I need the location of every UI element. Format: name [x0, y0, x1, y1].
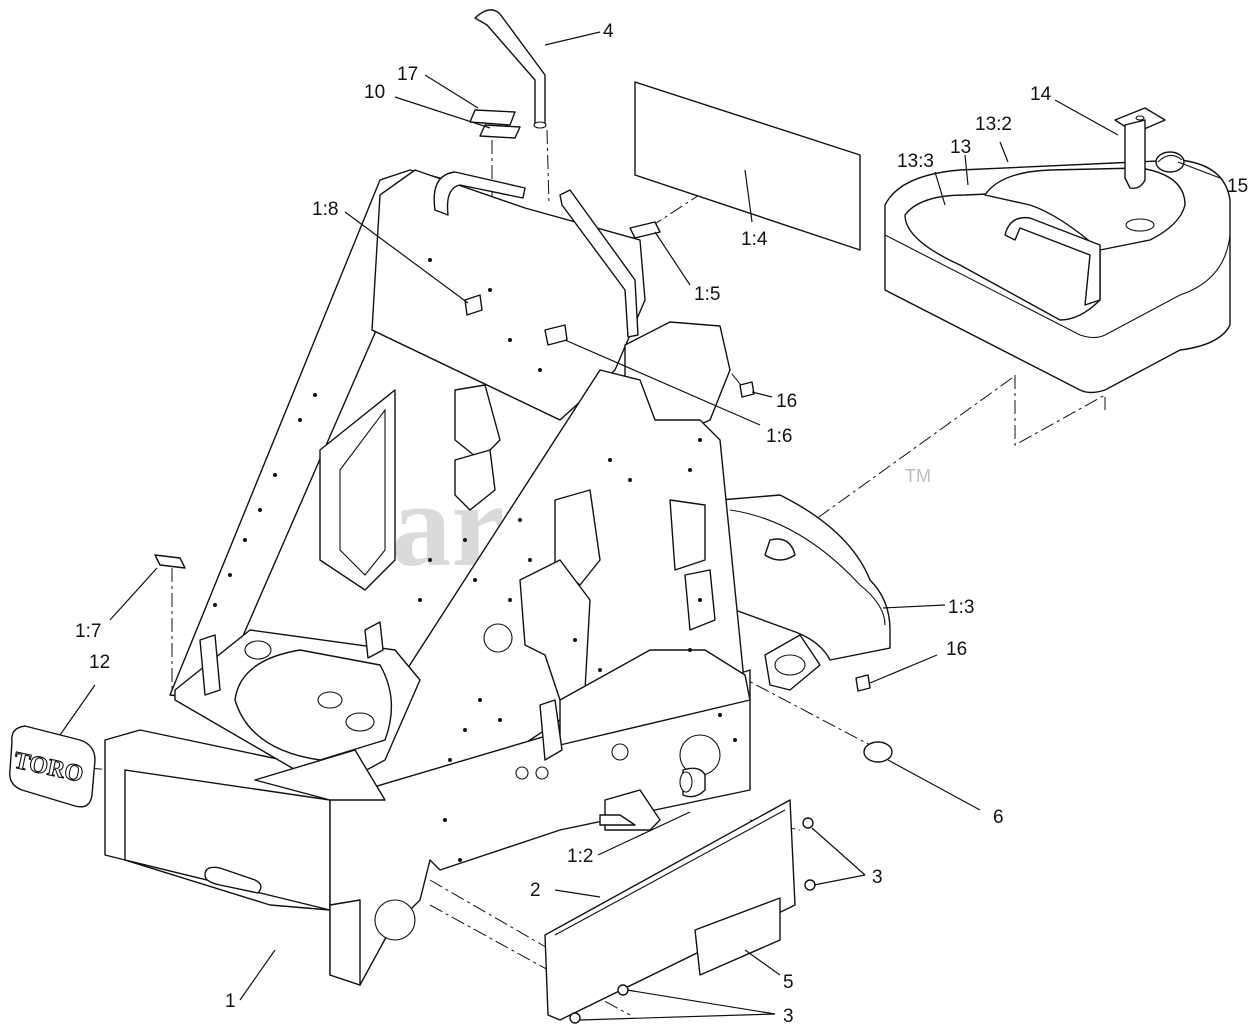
callout-14: 14 — [1030, 84, 1052, 105]
part-14-pin — [1114, 107, 1166, 190]
callout-4: 4 — [603, 21, 614, 42]
callout-10: 10 — [364, 82, 385, 103]
callout-3-upper: 3 — [872, 867, 883, 888]
callout-1-8: 1:8 — [312, 199, 338, 220]
callout-12: 12 — [89, 652, 110, 673]
part-1-7-decal — [154, 554, 186, 569]
callout-1-5: 1:5 — [694, 284, 720, 305]
part-1-3-plate — [719, 494, 891, 661]
tank-cap — [244, 640, 272, 660]
part-1-2-bushing — [679, 767, 706, 798]
callout-1-6: 1:6 — [766, 426, 792, 447]
callout-1-7: 1:7 — [75, 621, 101, 642]
callout-15: 15 — [1227, 176, 1248, 197]
part-3-bolts — [569, 817, 816, 1024]
part-6-plug — [863, 741, 893, 763]
part-1-4-decal-sheet — [634, 81, 861, 251]
callout-5: 5 — [783, 972, 794, 993]
callout-3-lower: 3 — [783, 1006, 794, 1027]
callout-1-3: 1:3 — [948, 597, 974, 618]
callout-labels: 4 17 10 1:8 1:4 1:5 14 13:2 13 13:3 15 1… — [75, 21, 1248, 1027]
callout-1: 1 — [225, 991, 236, 1012]
part-17-decal — [469, 109, 516, 126]
callout-17: 17 — [397, 64, 418, 85]
part-1-frame — [104, 169, 821, 986]
part-1-8-decal — [464, 294, 483, 316]
callout-2: 2 — [530, 880, 541, 901]
callout-6: 6 — [993, 807, 1004, 828]
part-16-plug-upper — [739, 381, 755, 398]
part-10-decal — [479, 124, 521, 139]
callout-16-upper: 16 — [776, 391, 797, 412]
callout-13-2: 13:2 — [975, 114, 1012, 135]
watermark-tm: TM — [905, 466, 931, 486]
part-1-6-decal — [544, 324, 568, 346]
part-2-cover-plate — [544, 799, 796, 1021]
callout-13-3: 13:3 — [897, 151, 934, 172]
part-16-plug-lower — [855, 674, 871, 692]
part-1-5-decal — [629, 221, 661, 239]
part-5-decal — [694, 897, 781, 976]
part-4-handle — [433, 9, 639, 338]
part-15-clip — [1155, 151, 1185, 173]
part-12-toro-logo: TORO — [9, 725, 96, 808]
part-13-platform — [884, 159, 1231, 394]
callout-1-4: 1:4 — [741, 229, 768, 250]
callout-1-2: 1:2 — [567, 846, 593, 867]
callout-16-lower: 16 — [946, 639, 967, 660]
callout-13: 13 — [950, 137, 971, 158]
leader-lines — [59, 31, 1221, 1021]
